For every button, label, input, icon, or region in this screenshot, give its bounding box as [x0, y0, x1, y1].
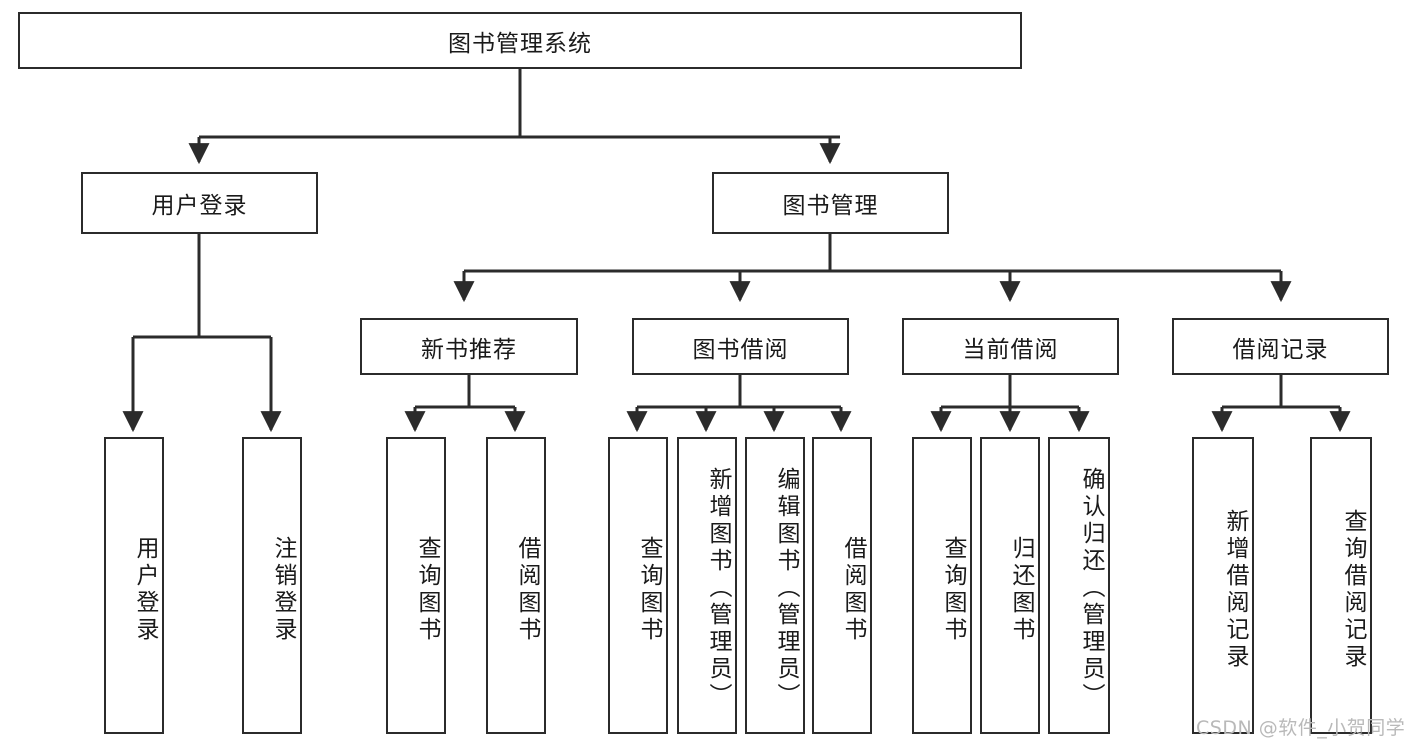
node-label: 借阅记录: [1232, 336, 1329, 363]
node-label: 新增图书（管理员）: [705, 467, 731, 710]
leaf-current-borrow-confirm-return[interactable]: 确认归还（管理员）: [1048, 437, 1110, 734]
leaf-user-login-logout[interactable]: 注销登录: [242, 437, 302, 734]
leaf-user-login-signin[interactable]: 用户登录: [104, 437, 164, 734]
node-label: 注销登录: [270, 535, 296, 644]
node-label: 新书推荐: [421, 336, 517, 363]
leaf-book-borrow-edit[interactable]: 编辑图书（管理员）: [745, 437, 805, 734]
node-label: 图书管理: [782, 193, 879, 219]
csdn-watermark: CSDN @软件_小贺同学: [1196, 717, 1405, 739]
node-borrow-record[interactable]: 借阅记录: [1172, 318, 1389, 375]
leaf-book-borrow-query[interactable]: 查询图书: [608, 437, 668, 734]
node-user-login[interactable]: 用户登录: [81, 172, 318, 234]
node-book-management[interactable]: 图书管理: [712, 172, 949, 234]
node-label: 借阅图书: [514, 535, 540, 644]
leaf-new-book-query[interactable]: 查询图书: [386, 437, 446, 734]
node-label: 图书管理系统: [448, 30, 592, 57]
leaf-book-borrow-add[interactable]: 新增图书（管理员）: [677, 437, 737, 734]
node-root-library-system[interactable]: 图书管理系统: [18, 12, 1022, 69]
leaf-new-book-borrow[interactable]: 借阅图书: [486, 437, 546, 734]
node-new-book-recommend[interactable]: 新书推荐: [360, 318, 578, 375]
leaf-current-borrow-return[interactable]: 归还图书: [980, 437, 1040, 734]
node-label: 新增借阅记录: [1222, 508, 1248, 671]
node-label: 用户登录: [132, 535, 158, 644]
node-book-borrow[interactable]: 图书借阅: [632, 318, 849, 375]
leaf-current-borrow-query[interactable]: 查询图书: [912, 437, 972, 734]
node-label: 编辑图书（管理员）: [773, 467, 799, 710]
node-current-borrow[interactable]: 当前借阅: [902, 318, 1119, 375]
node-label: 查询图书: [636, 535, 662, 644]
node-label: 图书借阅: [692, 336, 789, 363]
node-label: 用户登录: [151, 193, 248, 219]
node-label: 当前借阅: [962, 336, 1059, 363]
node-label: 查询图书: [940, 535, 966, 644]
leaf-borrow-record-query[interactable]: 查询借阅记录: [1310, 437, 1372, 734]
node-label: 确认归还（管理员）: [1078, 467, 1104, 710]
node-label: 查询借阅记录: [1340, 508, 1366, 671]
node-label: 查询图书: [414, 535, 440, 644]
node-label: 借阅图书: [840, 535, 866, 644]
leaf-borrow-record-add[interactable]: 新增借阅记录: [1192, 437, 1254, 734]
node-label: 归还图书: [1008, 535, 1034, 644]
leaf-book-borrow-lend[interactable]: 借阅图书: [812, 437, 872, 734]
